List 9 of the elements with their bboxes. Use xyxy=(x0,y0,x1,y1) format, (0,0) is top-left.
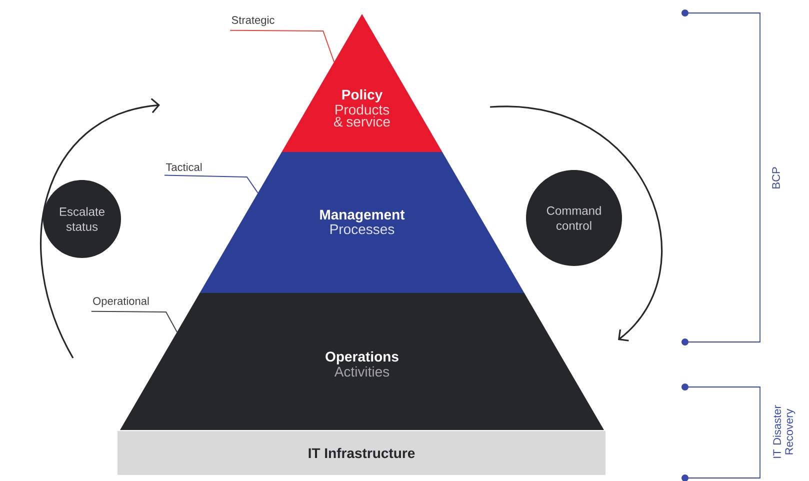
leader-line xyxy=(230,30,335,62)
bracket-label: BCP xyxy=(772,167,780,188)
pyramid-tier: Policy Products & service xyxy=(282,14,442,152)
level-label: Strategic xyxy=(232,16,274,26)
leader-line xyxy=(164,174,258,194)
bracket-label: IT Disaster Recovery xyxy=(772,405,796,458)
base-bar: IT Infrastructure xyxy=(118,431,606,475)
level-label: Tactical xyxy=(166,162,202,172)
leader-line xyxy=(90,310,178,332)
